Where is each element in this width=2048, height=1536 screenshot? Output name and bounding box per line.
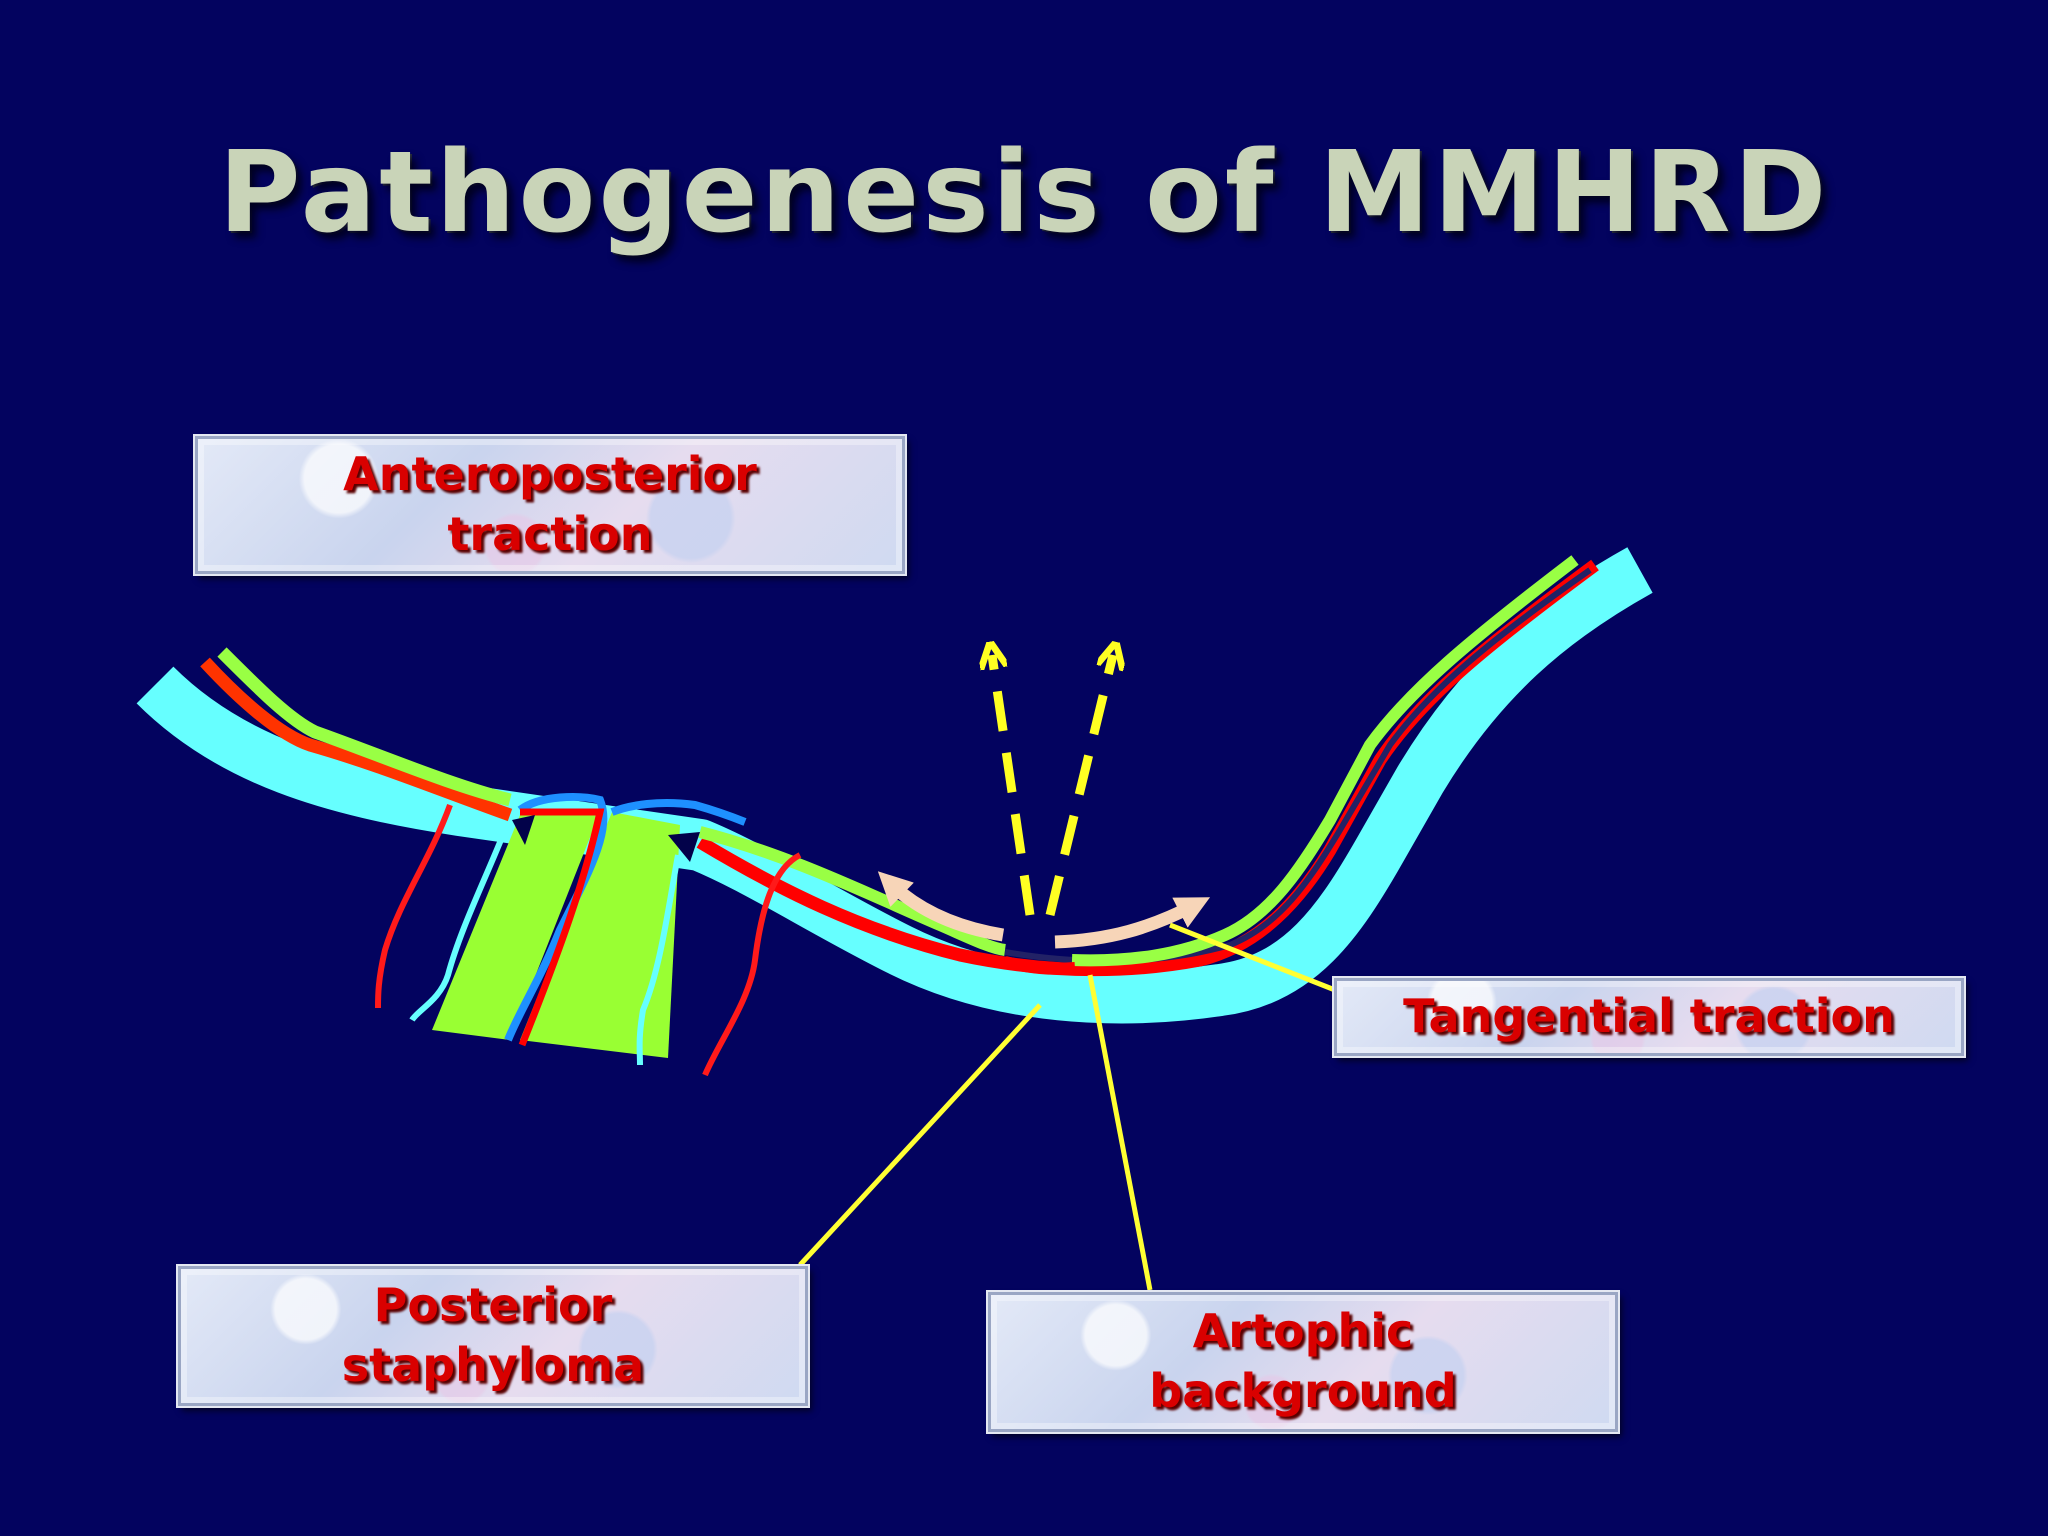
staphyloma-outline-2 <box>610 798 747 826</box>
label-atrophic-background: Artophic background <box>986 1290 1620 1434</box>
macular-edge-red <box>1003 956 1076 975</box>
choroid-layer-left <box>200 657 513 822</box>
label-text: Tangential traction <box>1403 989 1895 1044</box>
vessel-cyan-2 <box>636 854 681 1066</box>
pointer-staphyloma <box>798 1003 1042 1267</box>
ap-traction-arrow-right <box>1045 655 1113 917</box>
label-text: Anteroposterior traction <box>343 447 757 561</box>
label-anteroposterior-traction: Anteroposterior traction <box>193 434 907 576</box>
vessel-red-2 <box>702 852 802 1077</box>
choroid-layer-right <box>696 559 1599 977</box>
staphyloma-block-2 <box>520 812 680 1058</box>
staphyloma-block-1 <box>432 812 600 1040</box>
label-text: Posterior staphyloma <box>341 1278 645 1392</box>
tangential-arrow-right <box>1054 897 1211 949</box>
staphyloma-outline <box>504 793 608 1042</box>
label-text: Artophic background <box>1149 1304 1457 1418</box>
retina-layer-right <box>1071 555 1579 967</box>
label-tangential-traction: Tangential traction <box>1332 976 1966 1058</box>
label-posterior-staphyloma: Posterior staphyloma <box>176 1264 810 1408</box>
ap-traction-arrow-left <box>992 655 1035 916</box>
pointer-tangential <box>1169 922 1336 993</box>
retina-layer-left <box>217 647 512 807</box>
notch-left <box>512 815 535 845</box>
retina-layer-middle <box>698 826 1007 956</box>
staphyloma-red-line <box>518 808 605 1047</box>
notch-right <box>668 832 700 862</box>
sclera-band <box>136 547 1653 1024</box>
vessel-cyan-1 <box>409 828 508 1022</box>
tangential-arrow-left <box>877 871 1005 942</box>
pointer-atrophic <box>1087 974 1153 1291</box>
slide-title: Pathogenesis of MMHRD <box>218 128 1830 258</box>
vessel-red-1 <box>375 803 453 1009</box>
